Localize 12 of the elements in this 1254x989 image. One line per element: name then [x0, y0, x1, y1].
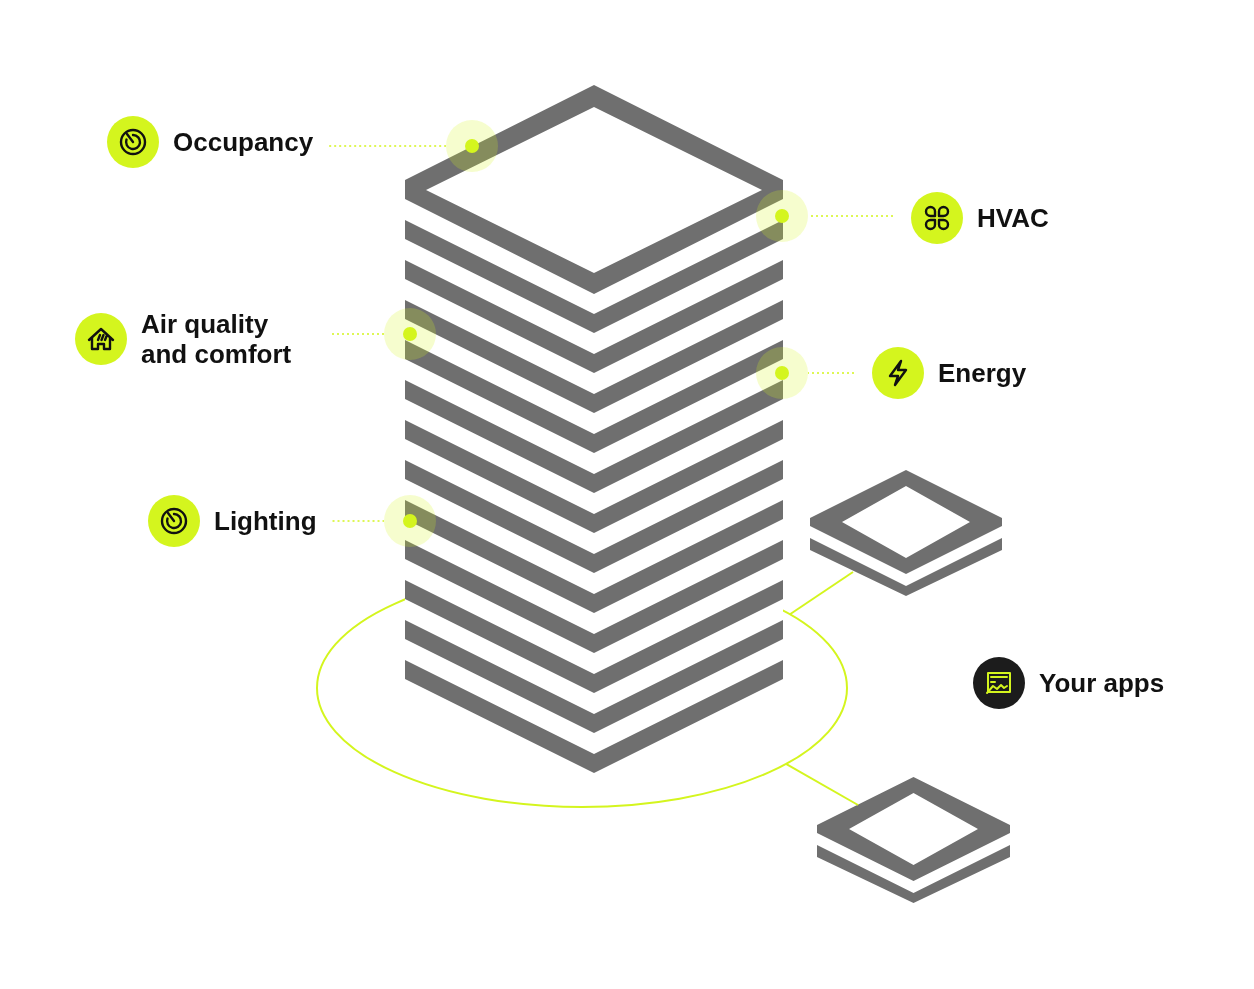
label-text: Occupancy: [173, 127, 314, 157]
label-text: Your apps: [1039, 668, 1165, 698]
leader-line: [331, 333, 385, 335]
label-text: Air quality and comfort: [141, 309, 293, 369]
connector-line: [789, 571, 854, 616]
leader-line: [328, 145, 447, 147]
label-text: Lighting: [214, 506, 317, 536]
label-text: HVAC: [977, 203, 1049, 233]
connector-line: [785, 762, 859, 806]
leader-line: [807, 372, 855, 374]
label-text: Energy: [938, 358, 1027, 388]
leader-line: [331, 520, 385, 522]
